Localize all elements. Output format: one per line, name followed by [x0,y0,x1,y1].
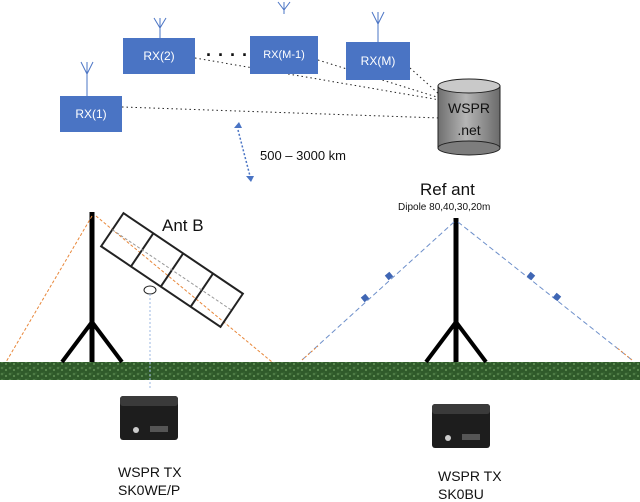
tx2-callsign: SK0BU [438,486,484,502]
ant-b-label: Ant B [162,216,204,235]
receiver-ellipsis: . . . . [206,40,249,60]
distance-arrow-icon [234,122,254,182]
rxm-antenna-icon [371,11,385,42]
ref-ant-sublabel: Dipole 80,40,30,20m [398,202,491,213]
tx1-callsign: SK0WE/P [118,482,181,498]
tx1-device-icon [120,396,178,440]
server-label-line2: .net [457,122,481,138]
rx-m-box: RX(M) [346,42,410,80]
ground-strip [0,362,640,380]
rx-1-box: RX(1) [60,96,122,132]
ant-b-loop-icon [99,211,245,390]
tx2-title: WSPR TX [438,468,502,484]
rx-2-box: RX(2) [123,38,195,74]
rx-1-label: RX(1) [75,107,107,121]
tx2-device-icon [432,404,490,448]
rx-m-1-label: RX(M-1) [263,49,305,61]
wspr-server-icon [437,78,501,156]
ref-dipole-mast [301,218,633,364]
rx-m-label: RX(M) [360,54,396,68]
rx-m-1-box: RX(M-1) [250,36,318,74]
server-label-line1: WSPR [448,100,490,116]
ant-b-mast [5,212,273,364]
rx1-antenna-icon [80,61,94,96]
tx1-title: WSPR TX [118,464,182,480]
rxm1-antenna-icon [277,1,291,14]
rx-antenna-icons [80,1,385,96]
ref-ant-label: Ref ant [420,180,475,199]
rx2-antenna-icon [153,17,167,38]
rx-2-label: RX(2) [143,49,175,63]
distance-label: 500 – 3000 km [260,148,347,163]
